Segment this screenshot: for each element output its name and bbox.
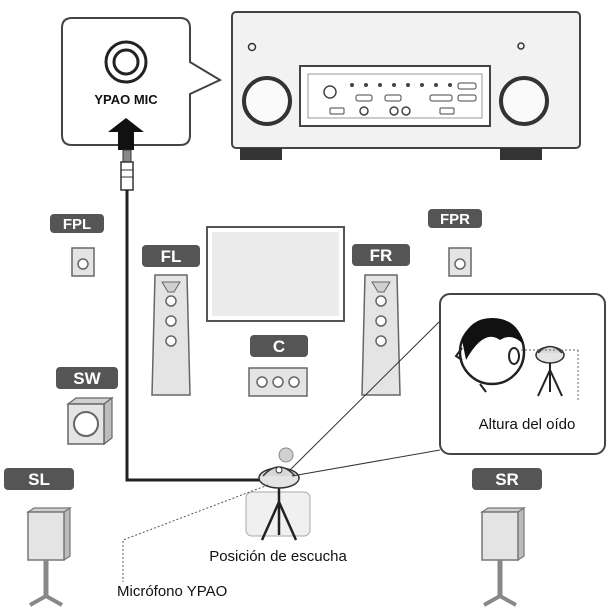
volume-knob: [499, 76, 549, 126]
speaker-fl: FL: [142, 245, 200, 396]
ear-height-callout: Altura del oído: [439, 293, 606, 455]
speaker-label-fr: FR: [370, 246, 393, 265]
speaker-label-sw: SW: [73, 369, 101, 388]
insert-arrow-icon: [108, 118, 144, 150]
speaker-label-fpl: FPL: [63, 216, 91, 233]
ypao-microphone-icon: [258, 466, 300, 489]
speaker-label-fpr: FPR: [440, 211, 470, 228]
listening-position: Posición de escucha: [209, 466, 347, 565]
power-button-icon: [247, 42, 257, 52]
speaker-label-c: C: [273, 337, 285, 356]
listening-position-label: Posición de escucha: [209, 548, 347, 565]
ypao-mic-callout: YPAO MIC: [61, 17, 223, 150]
tv-screen: [206, 226, 345, 322]
speaker-c: C: [248, 335, 308, 397]
speaker-label-sl: SL: [28, 470, 50, 489]
mic-port-label: YPAO MIC: [94, 92, 158, 107]
speaker-sw: SW: [56, 367, 118, 446]
input-knob: [242, 76, 292, 126]
microphone-label: Micrófono YPAO: [117, 583, 227, 600]
mic-cable: [120, 149, 276, 482]
speaker-fr: FR: [352, 244, 410, 396]
av-receiver: [231, 11, 581, 160]
mic-jack-icon: [104, 40, 148, 84]
speaker-sl: SL: [4, 468, 74, 607]
head-icon: [454, 318, 526, 393]
speaker-label-fl: FL: [161, 247, 182, 266]
front-panel: [299, 65, 491, 127]
ear-height-mic-icon: [535, 345, 565, 397]
ear-height-label: Altura del oído: [479, 416, 576, 433]
speaker-label-sr: SR: [495, 470, 519, 489]
speaker-sr: SR: [472, 468, 542, 607]
speaker-fpl: FPL: [50, 214, 104, 277]
speaker-fpr: FPR: [428, 209, 482, 277]
